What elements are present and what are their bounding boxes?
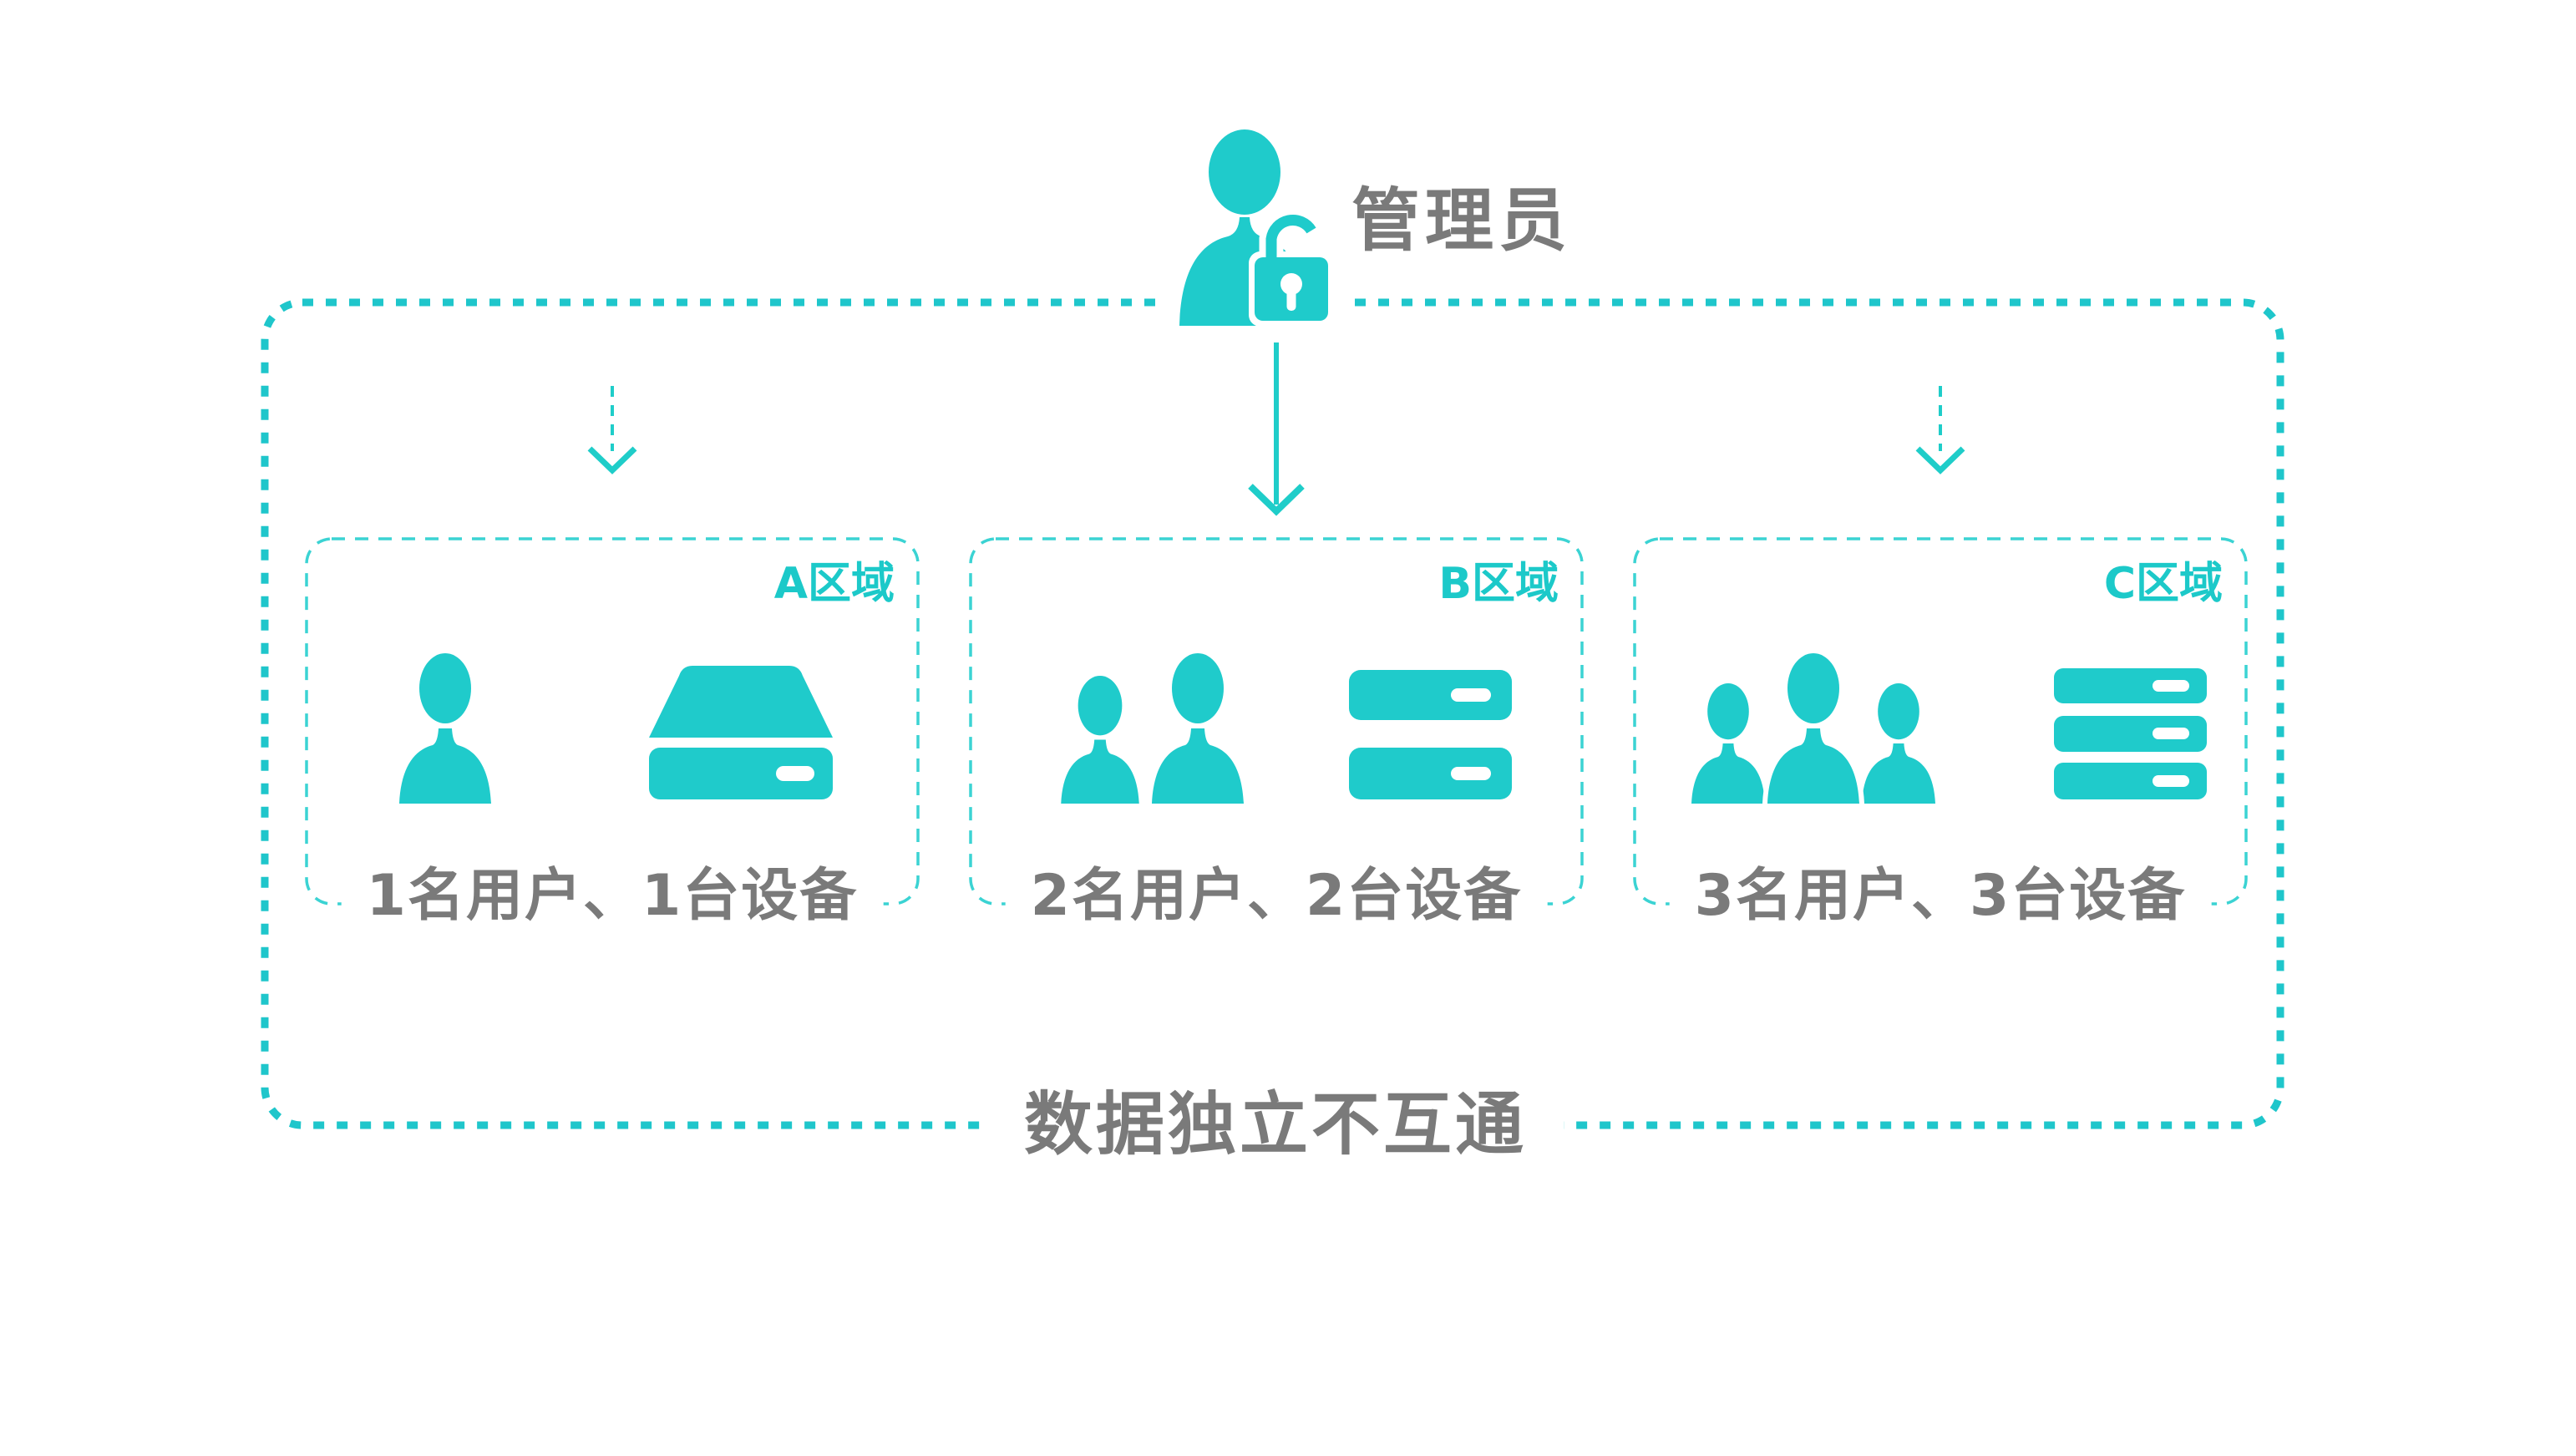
zone-b: B区域 2名用户、2台设备 bbox=[971, 539, 1582, 935]
zone-a-caption: 1名用户、1台设备 bbox=[341, 858, 884, 935]
zone-b-caption: 2名用户、2台设备 bbox=[1005, 858, 1548, 935]
zone-a-box bbox=[305, 537, 920, 906]
users-2-icon bbox=[1061, 645, 1251, 805]
admin-icon-group bbox=[1168, 124, 1347, 326]
arrow-to-zone-c bbox=[1915, 386, 1965, 474]
lock-icon bbox=[1249, 208, 1334, 326]
users-3-icon bbox=[1691, 645, 1935, 805]
zone-b-label: B区域 bbox=[1438, 559, 1559, 609]
admin-user-lock-icon bbox=[1168, 124, 1347, 326]
arrow-to-zone-b bbox=[1248, 342, 1305, 516]
arrow-to-zone-a bbox=[587, 386, 637, 474]
user-icon bbox=[399, 653, 491, 804]
zone-a-label: A区域 bbox=[773, 559, 895, 609]
footer-caption: 数据独立不互通 bbox=[986, 1083, 1564, 1168]
server-2-icon bbox=[1349, 670, 1512, 799]
zone-c-caption: 3名用户、3台设备 bbox=[1669, 858, 2212, 935]
server-3-icon bbox=[2054, 668, 2207, 799]
zone-c-box bbox=[1633, 537, 2248, 906]
zone-a: A区域 1名用户、1台设备 bbox=[307, 539, 918, 935]
admin-label: 管理员 bbox=[1351, 181, 1573, 261]
zone-b-box bbox=[969, 537, 1584, 906]
zone-c-label: C区域 bbox=[2103, 559, 2223, 609]
zone-c: C区域 3名用户、3台设备 bbox=[1635, 539, 2246, 935]
drive-1-icon bbox=[649, 666, 833, 799]
